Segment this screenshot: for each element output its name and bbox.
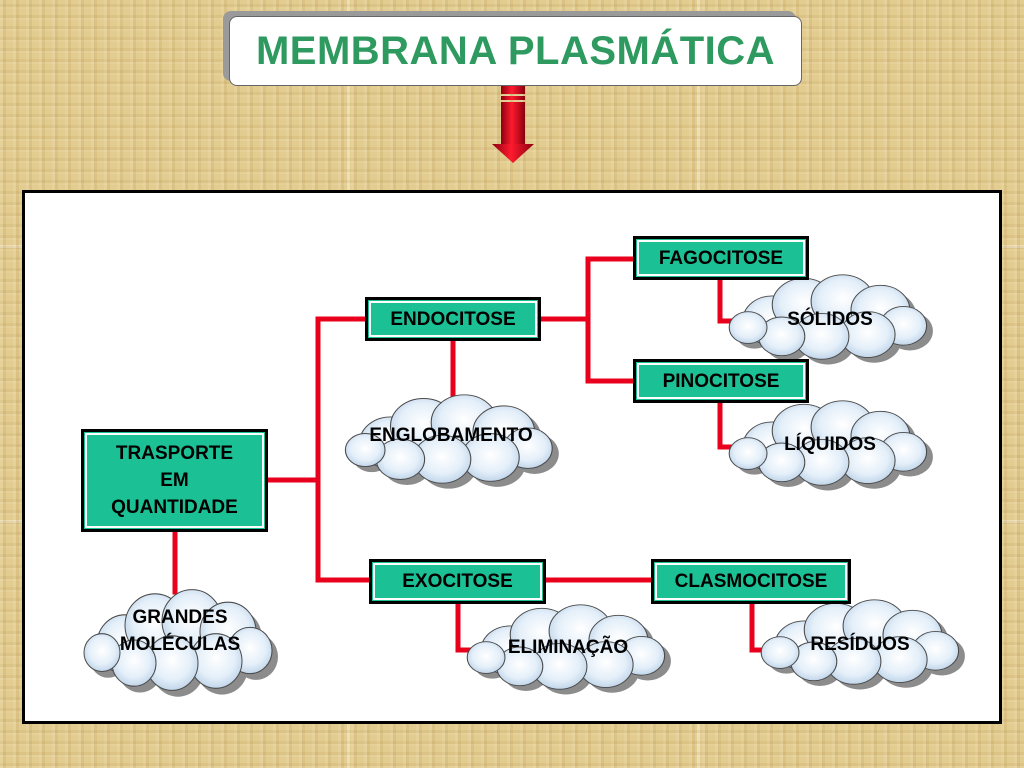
node-label: ENDOCITOSE <box>390 308 516 330</box>
node-trasporte-em-quantidade: TRASPORTE EM QUANTIDADE <box>81 429 268 532</box>
node-exocitose: EXOCITOSE <box>369 559 546 604</box>
cloud-label-solidos: SÓLIDOS <box>787 309 873 330</box>
node-label: EXOCITOSE <box>402 571 513 592</box>
cloud-label-englobamento: ENGLOBAMENTO <box>369 425 533 446</box>
node-label: PINOCITOSE <box>662 370 780 392</box>
node-label: FAGOCITOSE <box>658 247 784 269</box>
node-fagocitose: FAGOCITOSE <box>633 236 809 280</box>
node-label: CLASMOCITOSE <box>674 571 828 592</box>
cloud-label-residuos: RESÍDUOS <box>810 634 910 655</box>
cloud-label-eliminacao: ELIMINAÇÃO <box>507 637 629 658</box>
node-clasmocitose: CLASMOCITOSE <box>651 559 851 604</box>
cloud-label-liquidos: LÍQUIDOS <box>784 434 876 455</box>
connector-lines <box>172 256 770 653</box>
cloud-label-grandes-moleculas: GRANDES MOLÉCULAS <box>119 607 241 655</box>
down-arrow-icon <box>492 86 534 163</box>
node-pinocitose: PINOCITOSE <box>633 359 809 403</box>
node-label: TRASPORTE EM QUANTIDADE <box>111 443 238 518</box>
page-title: MEMBRANA PLASMÁTICA <box>229 16 802 86</box>
node-endocitose: ENDOCITOSE <box>365 297 541 341</box>
